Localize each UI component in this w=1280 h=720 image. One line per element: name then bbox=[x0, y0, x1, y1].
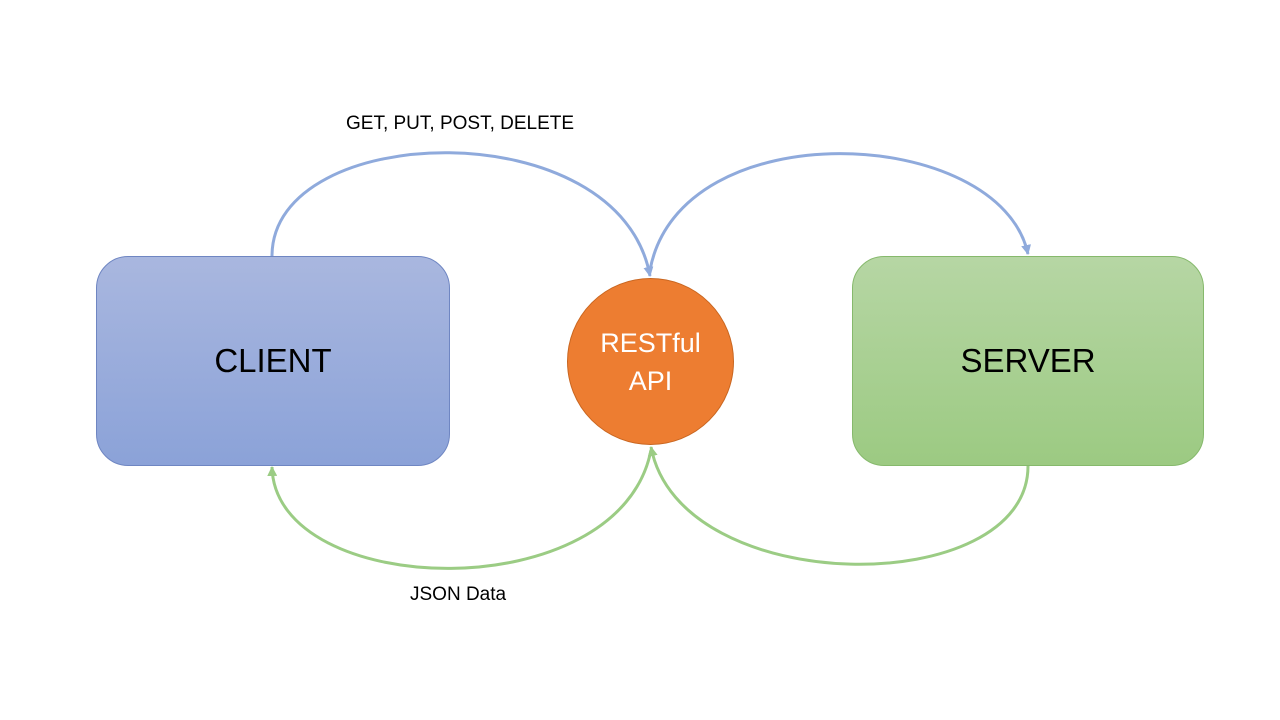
server-label: SERVER bbox=[960, 342, 1096, 379]
request-arrow-api-to-server bbox=[648, 152, 1031, 271]
json-data-label: JSON Data bbox=[410, 584, 507, 605]
client-node: CLIENT bbox=[96, 256, 450, 466]
restful-api-node: RESTful API bbox=[567, 278, 734, 445]
response-arrow-server-to-api bbox=[647, 446, 1030, 566]
request-arrow-client-to-api bbox=[270, 151, 654, 277]
response-arrow-api-to-client bbox=[267, 449, 653, 570]
server-node: SERVER bbox=[852, 256, 1204, 466]
api-label-line1: RESTful bbox=[600, 327, 701, 358]
http-methods-label: GET, PUT, POST, DELETE bbox=[346, 113, 575, 134]
client-label: CLIENT bbox=[214, 342, 332, 379]
api-label-line2: API bbox=[628, 365, 673, 396]
